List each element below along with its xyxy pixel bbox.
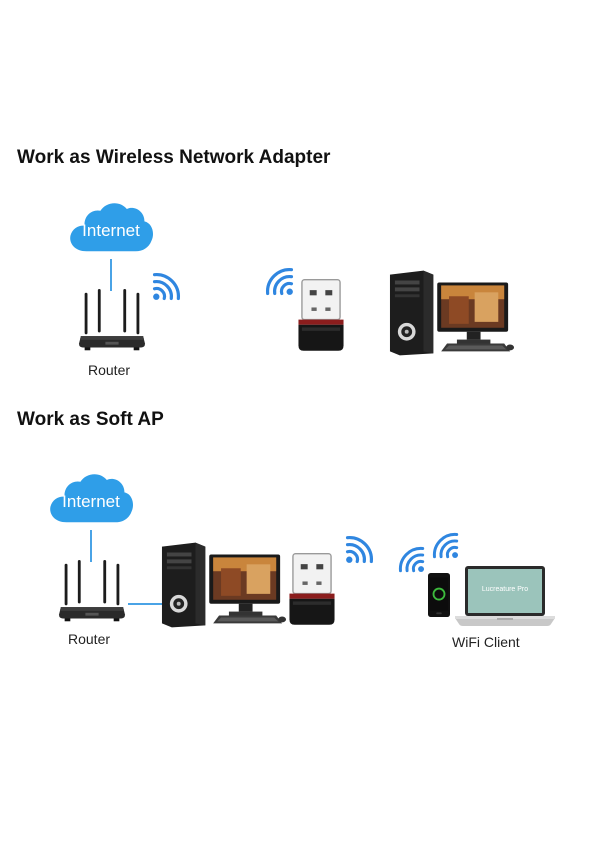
connection-line	[90, 530, 92, 562]
desktop-pc-icon	[388, 268, 516, 358]
usb-adapter-icon	[294, 278, 348, 356]
cloud-icon: Internet	[67, 195, 155, 260]
cloud-icon: Internet	[47, 466, 135, 531]
connection-line	[128, 603, 162, 605]
section-title-soft-ap: Work as Soft AP	[17, 409, 164, 430]
wifi-signal-icon	[344, 535, 374, 565]
router-icon	[77, 289, 147, 355]
wifi-client-label: WiFi Client	[452, 634, 520, 650]
router-icon	[57, 560, 127, 626]
section-title-adapter: Work as Wireless Network Adapter	[17, 147, 331, 168]
internet-label: Internet	[82, 221, 140, 240]
internet-label: Internet	[62, 492, 120, 511]
laptop-screen-text: Lucreature Pro	[481, 586, 529, 593]
router-label: Router	[68, 631, 111, 647]
desktop-pc-icon	[160, 540, 288, 630]
wifi-signal-icon	[151, 272, 181, 302]
connection-line	[110, 259, 112, 291]
laptop-icon: Lucreature Pro	[455, 566, 555, 626]
wifi-signal-icon	[265, 267, 295, 297]
smartphone-icon	[428, 572, 450, 618]
router-label: Router	[88, 362, 131, 378]
usb-adapter-icon	[285, 552, 339, 630]
wifi-signal-icon	[398, 546, 426, 574]
wifi-signal-icon	[432, 532, 460, 560]
